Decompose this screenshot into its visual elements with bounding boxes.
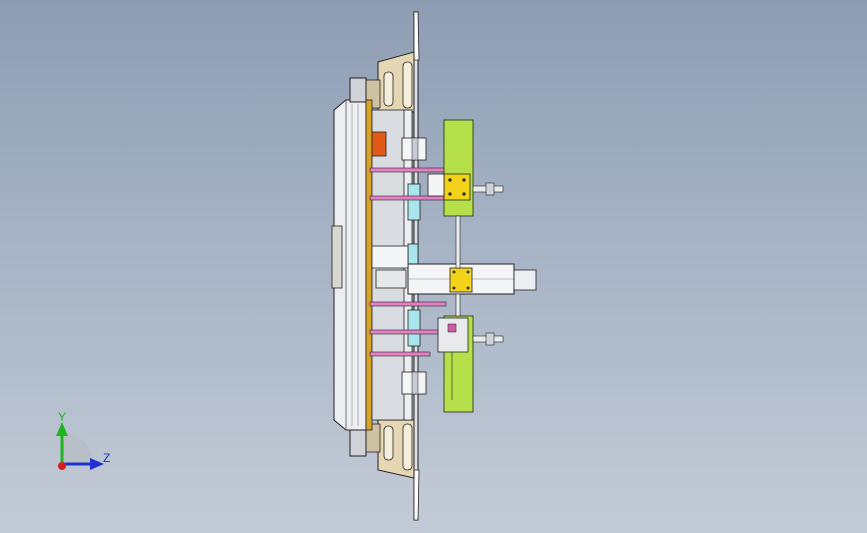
pink-rod-3 [369,301,447,307]
orange-support-bar [365,99,373,431]
pink-rod-1 [369,167,447,173]
central-rod [455,215,461,269]
back-plate-bottom-tip [413,469,420,521]
top-clamp-slot [402,61,413,109]
bottom-clamp-slot [402,423,413,471]
central-rod-lower [455,293,461,317]
yellow-block-upper [443,173,471,201]
orange-sensor [371,131,387,157]
cyan-block-lower [407,309,421,347]
motor-flange [375,269,407,289]
pink-rod-4 [369,329,447,335]
coordinate-triad: Y Z [56,410,110,470]
triad-corner-shade [62,432,92,462]
central-slide-end [513,269,537,291]
x-axis-dot [58,462,66,470]
motor-block [371,245,409,269]
z-axis-label: Z [103,451,110,465]
upper-sensor-box [427,173,445,197]
y-axis-label: Y [58,410,66,424]
yellow-block-center [449,267,473,293]
z-axis-arrow [90,458,104,470]
lower-cylinder-body [437,317,469,353]
extrusion-top-cap [349,77,367,103]
extrusion-bottom-cap [349,429,367,457]
green-plate-upper [443,119,474,217]
pink-rod-5 [369,351,431,357]
cyan-block-upper [407,183,421,221]
pink-rod-2 [369,195,447,201]
extrusion-mid-block [331,225,343,289]
y-axis-arrow [56,422,68,436]
bottom-clamp-slot-2 [383,425,394,461]
back-plate-top-tip [413,11,420,61]
top-clamp-slot-2 [383,71,394,107]
